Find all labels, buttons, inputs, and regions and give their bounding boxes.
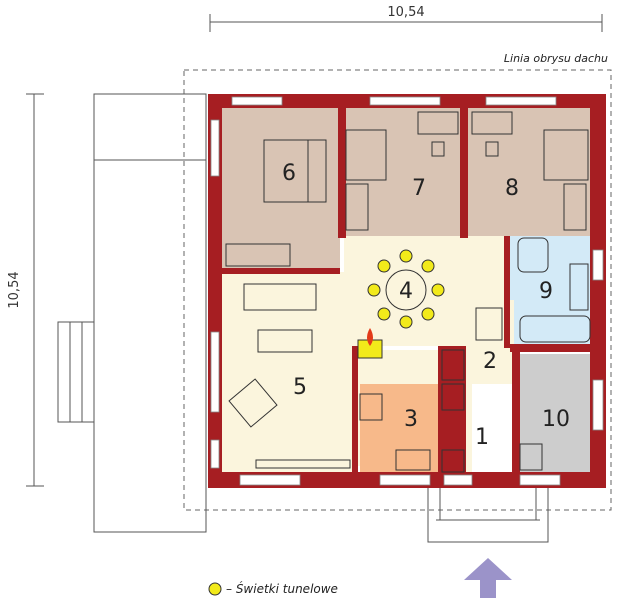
- room-10-area: [518, 354, 590, 474]
- room-labels: 6 7 8 4 9 5 2 3 10 1: [282, 161, 570, 450]
- room-label-7: 7: [412, 176, 426, 201]
- room-7-area: [346, 108, 462, 236]
- room-6-area: [222, 108, 340, 270]
- room-label-8: 8: [505, 176, 519, 201]
- furniture: [225, 111, 591, 473]
- fireplace: [357, 328, 383, 359]
- room-label-4: 4: [399, 279, 413, 304]
- top-dimension: 10,54: [209, 5, 603, 32]
- legend-marker: [208, 582, 222, 596]
- room-9-area: [510, 236, 590, 344]
- roof-outline-label: Linia obrysu dachu: [504, 52, 608, 65]
- room-label-5: 5: [293, 375, 307, 400]
- room-label-6: 6: [282, 161, 296, 186]
- room-label-1: 1: [475, 425, 489, 450]
- entrance-arrow: [464, 558, 512, 598]
- roof-outline: [183, 69, 612, 511]
- windows: [210, 96, 604, 486]
- room-label-3: 3: [404, 407, 418, 432]
- legend-label: – Świetki tunelowe: [226, 581, 338, 596]
- room-8-area: [468, 108, 590, 236]
- room-5-area: [222, 272, 352, 472]
- room-label-2: 2: [483, 349, 497, 374]
- entrance-porch: [427, 485, 549, 543]
- room-3-area: [360, 384, 438, 474]
- room-1-area: [472, 384, 516, 474]
- left-dimension: 10,54: [7, 93, 44, 487]
- room-label-10: 10: [542, 407, 570, 432]
- tunnel-skylights: [367, 249, 445, 329]
- legend: – Świetki tunelowe: [208, 581, 338, 596]
- left-dimension-label: 10,54: [7, 271, 22, 308]
- top-dimension-label: 10,54: [387, 5, 424, 20]
- terrace: [57, 93, 207, 533]
- room-label-9: 9: [539, 279, 553, 304]
